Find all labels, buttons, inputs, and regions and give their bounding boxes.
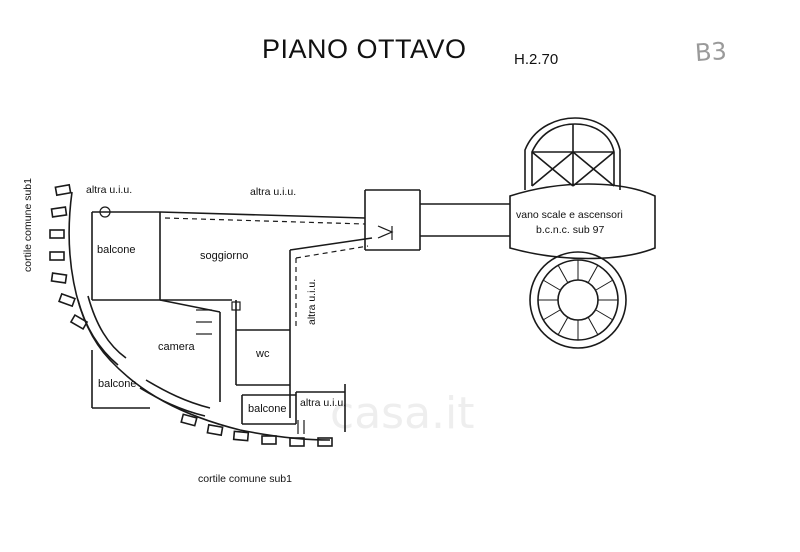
watermark: casa.it	[330, 388, 475, 439]
ceiling-height: H.2.70	[514, 51, 559, 68]
label-vano-scale: vano scale e ascensori	[516, 209, 623, 221]
room-soggiorno: soggiorno	[200, 250, 249, 262]
corridor	[364, 189, 510, 251]
handwritten-stamp: B3	[694, 36, 728, 68]
stair-core	[509, 117, 656, 349]
internal-details	[99, 206, 305, 434]
page-title: PIANO OTTAVO	[262, 34, 467, 64]
label-altra-uiu-bottom: altra u.i.u.	[300, 397, 347, 409]
curved-facade	[49, 183, 333, 447]
room-camera: camera	[158, 341, 195, 353]
room-balcone-top: balcone	[97, 244, 136, 256]
room-balcone-small: balcone	[248, 403, 287, 415]
label-altra-uiu-vertical: altra u.i.u.	[306, 278, 318, 325]
room-balcone-left: balcone	[98, 378, 137, 390]
label-cortile-bottom: cortile comune sub1	[198, 473, 292, 485]
label-altra-uiu-top-left: altra u.i.u.	[86, 184, 133, 196]
dashed-walls	[164, 217, 369, 330]
apartment-walls	[91, 211, 373, 432]
label-bcnc: b.c.n.c. sub 97	[536, 224, 605, 236]
room-wc: wc	[256, 348, 270, 360]
label-altra-uiu-top: altra u.i.u.	[250, 186, 297, 198]
label-cortile-left: cortile comune sub1	[22, 178, 34, 272]
